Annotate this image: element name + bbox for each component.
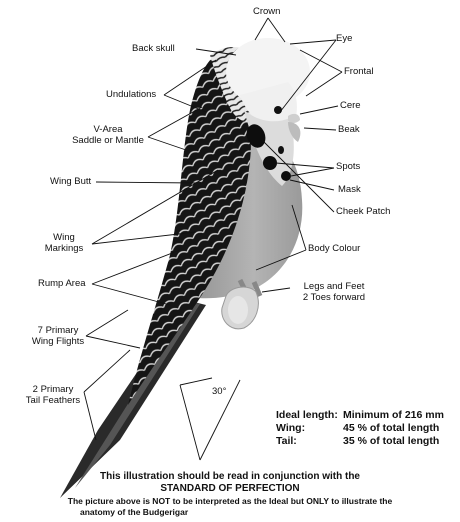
label-spots: Spots [336,161,360,172]
label-angle: 30° [212,386,226,397]
spec-ideal-value: Minimum of 216 mm [343,409,444,422]
spec-ideal-label: Ideal length: [276,409,338,422]
label-eye: Eye [336,33,352,44]
label-legs-feet: Legs and Feet 2 Toes forward [292,281,376,303]
note-line1: This illustration should be read in conj… [0,471,460,483]
label-mask: Mask [338,184,361,195]
spot [281,171,291,181]
label-legs-feet-line1: Legs and Feet [292,281,376,292]
label-primary-tail-feathers: 2 Primary Tail Feathers [18,384,88,406]
label-wing-markings-line1: Wing [36,232,92,243]
label-primary-wing-flights-line1: 7 Primary [26,325,90,336]
label-v-area-line2: Saddle or Mantle [66,135,150,146]
label-v-area: V-Area Saddle or Mantle [66,124,150,146]
label-crown: Crown [253,6,280,17]
label-legs-feet-line2: 2 Toes forward [292,292,376,303]
label-back-skull: Back skull [132,43,175,54]
spec-wing-value: 45 % of total length [343,422,439,435]
label-primary-tail-feathers-line1: 2 Primary [18,384,88,395]
spec-tail-value: 35 % of total length [343,435,439,448]
label-primary-wing-flights-line2: Wing Flights [26,336,90,347]
label-cheek-patch: Cheek Patch [336,206,390,217]
spot [263,156,277,170]
spec-wing-label: Wing: [276,422,305,435]
label-rump-area: Rump Area [38,278,86,289]
note-line3: The picture above is NOT to be interpret… [0,496,460,506]
label-primary-tail-feathers-line2: Tail Feathers [18,395,88,406]
label-undulations: Undulations [106,89,156,100]
note-standard-of-perfection: STANDARD OF PERFECTION [0,483,460,495]
label-wing-butt: Wing Butt [50,176,91,187]
label-wing-markings-line2: Markings [36,243,92,254]
label-v-area-line1: V-Area [66,124,150,135]
note-line4: anatomy of the Budgerigar [80,507,188,517]
eye [274,106,282,114]
spec-tail-label: Tail: [276,435,297,448]
label-beak: Beak [338,124,360,135]
cere [288,114,300,123]
label-body-colour: Body Colour [308,243,360,254]
label-wing-markings: Wing Markings [36,232,92,254]
label-cere: Cere [340,100,361,111]
label-frontal: Frontal [344,66,374,77]
label-primary-wing-flights: 7 Primary Wing Flights [26,325,90,347]
